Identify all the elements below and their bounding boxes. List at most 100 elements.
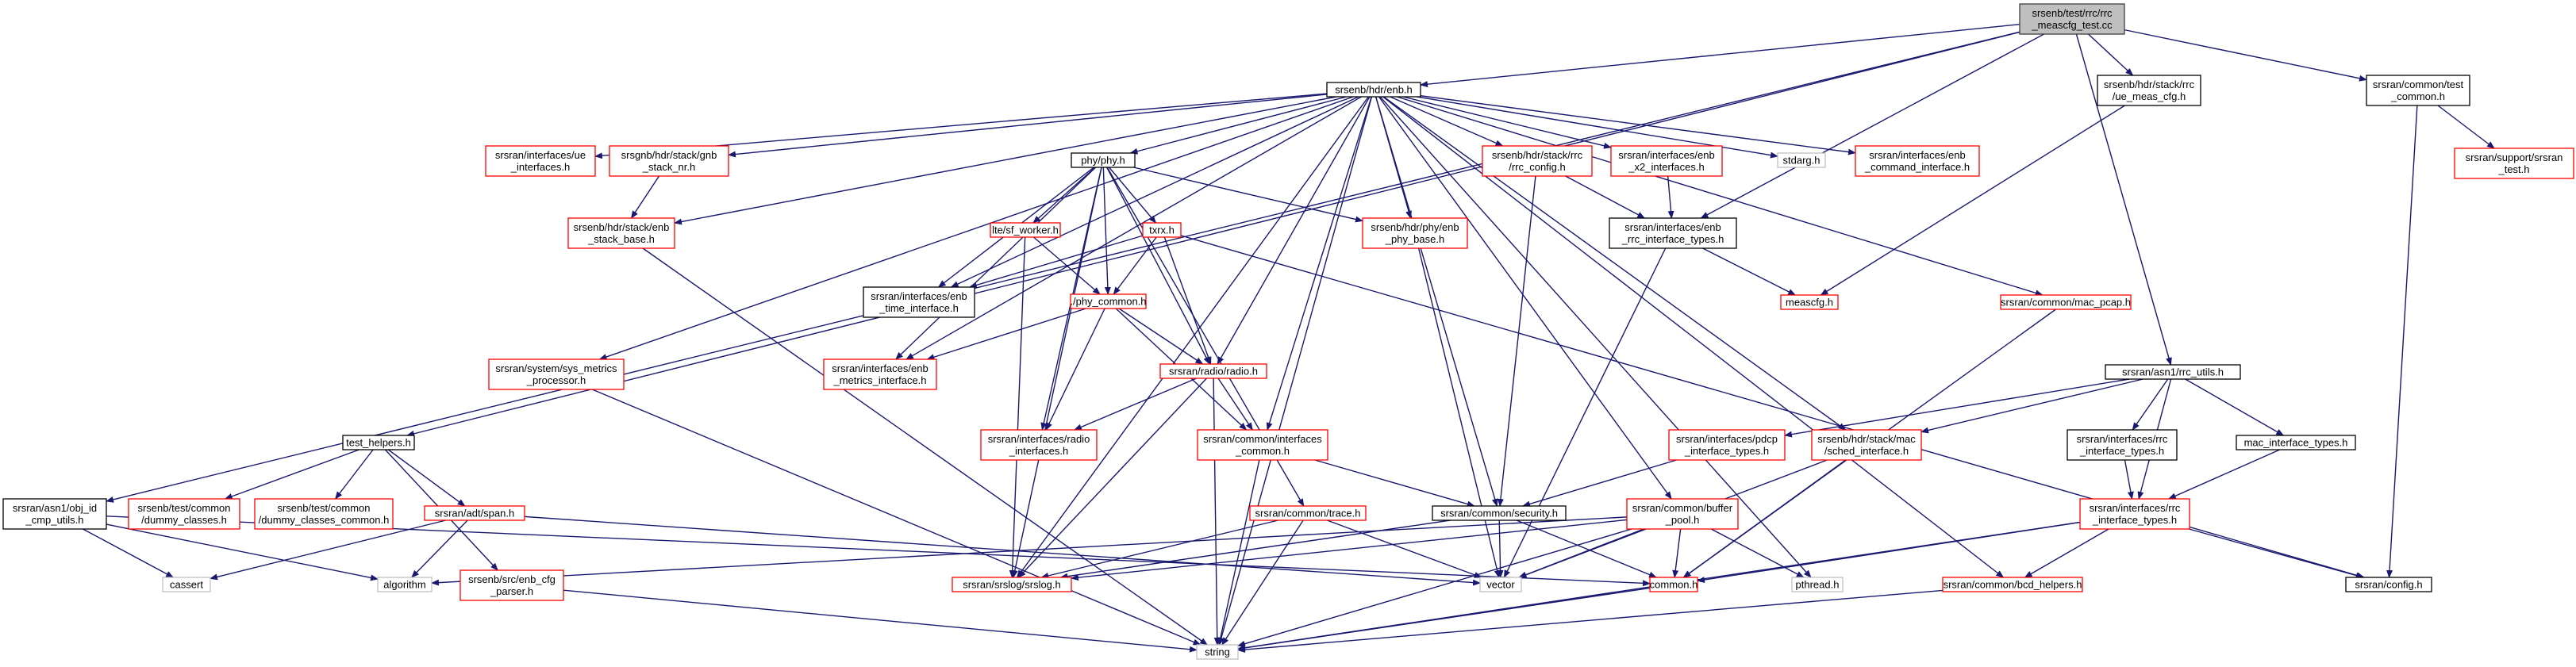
edge-phy_h-to-enb_metrics_interface_h bbox=[895, 167, 1097, 360]
edge-security_h-to-srslog_h bbox=[1059, 519, 1451, 580]
node-box bbox=[2236, 435, 2356, 450]
edge-rrc_config_h-to-security_h bbox=[1497, 175, 1536, 507]
node-label: srsran/interfaces/radio bbox=[988, 433, 1090, 445]
node-box bbox=[128, 498, 240, 530]
node-box bbox=[1610, 145, 1723, 177]
node-box bbox=[1626, 498, 1739, 530]
node-box bbox=[952, 577, 1072, 592]
node-label: srsran/support/srsran bbox=[2466, 151, 2563, 163]
edge-lte_sf_worker_h-to-phy_common_h bbox=[1032, 236, 1101, 295]
node-box bbox=[1649, 577, 1698, 592]
node-box bbox=[485, 145, 596, 177]
node-phy_h[interactable]: phy/phy.h bbox=[1071, 152, 1136, 168]
edge-enb_h-to-pthread_h bbox=[1379, 96, 1812, 578]
node-box bbox=[2019, 3, 2125, 35]
edge-enb_cfg_parser_h-to-string bbox=[563, 589, 1198, 653]
node-label: _meascfg_test.cc bbox=[2031, 19, 2113, 31]
node-label: srsenb/hdr/stack/rrc bbox=[1492, 149, 1583, 161]
edge-enb_h-to-buffer_pool_h bbox=[1378, 96, 1672, 500]
node-box bbox=[1780, 294, 1839, 310]
node-label: srsran/radio/radio.h bbox=[1169, 366, 1258, 378]
node-label: _stack_base.h bbox=[587, 233, 655, 245]
node-box bbox=[1777, 152, 1826, 168]
edges-layer bbox=[83, 23, 2495, 654]
edge-obj_id_cmp_utils_h-to-algorithm bbox=[106, 523, 379, 581]
node-enb_phy_base_h: srsenb/hdr/phy/enb_phy_base.h bbox=[1362, 217, 1468, 249]
node-box bbox=[488, 358, 625, 390]
node-meascfg_h: meascfg.h bbox=[1780, 294, 1839, 310]
node-label: srsran/config.h bbox=[2355, 579, 2422, 591]
node-config_h[interactable]: srsran/config.h bbox=[2345, 577, 2432, 592]
node-label: /ue_meas_cfg.h bbox=[2113, 90, 2186, 102]
edge-root-to-obj_id_cmp_utils_h bbox=[106, 31, 2020, 503]
edge-rrc_utils_h-to-sched_interface_h bbox=[1920, 378, 2143, 434]
edge-security_h-to-vector bbox=[1497, 519, 1504, 578]
node-label: test_helpers.h bbox=[346, 437, 411, 449]
node-enb_h[interactable]: srsenb/hdr/enb.h bbox=[1326, 82, 1421, 98]
edge-span_h-to-algorithm bbox=[411, 519, 468, 578]
node-mac_interface_types_h[interactable]: mac_interface_types.h bbox=[2236, 435, 2356, 450]
edge-common_interfaces_common_h-to-string bbox=[1217, 459, 1260, 646]
edge-enb_h-to-radio_h bbox=[1217, 96, 1371, 365]
edge-root-to-rrc_interface_types_h bbox=[1700, 33, 2044, 219]
node-box bbox=[1249, 505, 1367, 521]
node-security_h[interactable]: srsran/common/security.h bbox=[1432, 505, 1567, 521]
node-test_helpers_h[interactable]: test_helpers.h bbox=[342, 435, 415, 450]
node-label: _interfaces.h bbox=[1009, 445, 1068, 457]
node-label: srsgnb/hdr/stack/gnb bbox=[621, 149, 717, 161]
node-command_interface_h: srsran/interfaces/enb_command_interface.… bbox=[1855, 145, 1980, 177]
node-label: /rrc_config.h bbox=[1509, 161, 1566, 173]
edge-buffer_pool_h-to-pthread_h bbox=[1710, 528, 1805, 578]
node-label: srsran/common/interfaces bbox=[1203, 433, 1322, 445]
node-label: srsran/interfaces/ue bbox=[495, 149, 586, 161]
node-box bbox=[2000, 294, 2132, 310]
node-label: _rrc_interface_types.h bbox=[1621, 233, 1724, 245]
node-algorithm: algorithm bbox=[377, 577, 433, 592]
edge-span_h-to-cassert bbox=[210, 519, 446, 581]
node-label: vector bbox=[1486, 579, 1515, 591]
nodes-layer: srsenb/test/rrc/rrc_meascfg_test.ccsrsen… bbox=[2, 3, 2574, 660]
node-test_common_h[interactable]: srsran/common/test_common.h bbox=[2366, 75, 2470, 106]
node-label: srsran/interfaces/rrc bbox=[2090, 502, 2181, 514]
node-label: srsenb/test/common bbox=[137, 502, 230, 514]
node-txrx_h: txrx.h bbox=[1142, 222, 1182, 238]
node-box bbox=[2454, 148, 2574, 179]
node-label: srsran/common/mac_pcap.h bbox=[2001, 297, 2131, 309]
node-label: _metrics_interface.h bbox=[832, 374, 926, 386]
node-string: string bbox=[1196, 644, 1239, 660]
node-label: ./phy_common.h bbox=[1070, 296, 1146, 308]
node-box bbox=[1142, 222, 1182, 238]
node-label: algorithm bbox=[383, 579, 425, 591]
edge-rrc_interface_types_ifc2_h-to-config_h bbox=[2189, 528, 2364, 579]
node-label: srsran/interfaces/enb bbox=[871, 290, 967, 302]
node-label: srsran/common/bcd_helpers.h bbox=[1944, 579, 2082, 591]
node-ue_meas_cfg_h[interactable]: srsenb/hdr/stack/rrc/ue_meas_cfg.h bbox=[2097, 75, 2201, 106]
node-box bbox=[2079, 498, 2190, 530]
node-box bbox=[1855, 145, 1980, 177]
node-box bbox=[823, 358, 937, 390]
node-rrc_interface_types_ifc_h[interactable]: srsran/interfaces/rrc_interface_types.h bbox=[2067, 429, 2178, 461]
node-label: phy/phy.h bbox=[1081, 155, 1125, 167]
node-label: srsran/interfaces/enb bbox=[1869, 149, 1965, 161]
node-label: srsran/asn1/rrc_utils.h bbox=[2122, 366, 2224, 378]
edge-root-to-ue_meas_cfg_h bbox=[2088, 33, 2134, 76]
node-label: _parser.h bbox=[490, 585, 533, 597]
edge-enb_h-to-srslog_h bbox=[1016, 96, 1369, 578]
node-rrc_utils_h[interactable]: srsran/asn1/rrc_utils.h bbox=[2105, 364, 2241, 380]
node-label: _interface_types.h bbox=[2079, 445, 2164, 457]
node-enb_time_interface_h[interactable]: srsran/interfaces/enb_time_interface.h bbox=[863, 286, 975, 318]
node-label: stdarg.h bbox=[1783, 155, 1821, 167]
node-label: srsran/common/test bbox=[2373, 79, 2464, 90]
node-box bbox=[1482, 145, 1593, 177]
edge-radio_h-to-common_interfaces_common_h bbox=[1217, 378, 1253, 431]
node-label: _cmp_utils.h bbox=[25, 514, 84, 526]
edge-buffer_pool_h-to-common_h bbox=[1672, 528, 1682, 578]
node-label: srsran/adt/span.h bbox=[435, 508, 514, 519]
node-rrc_interface_types_h[interactable]: srsran/interfaces/enb_rrc_interface_type… bbox=[1609, 217, 1737, 249]
node-label: srsran/interfaces/enb bbox=[832, 362, 928, 374]
node-box bbox=[567, 217, 675, 249]
node-box bbox=[2105, 364, 2241, 380]
edge-sched_interface_h-to-common_h bbox=[1682, 459, 1847, 578]
node-obj_id_cmp_utils_h[interactable]: srsran/asn1/obj_id_cmp_utils.h bbox=[2, 498, 107, 530]
edge-test_common_h-to-srsran_test_h bbox=[2437, 105, 2495, 149]
